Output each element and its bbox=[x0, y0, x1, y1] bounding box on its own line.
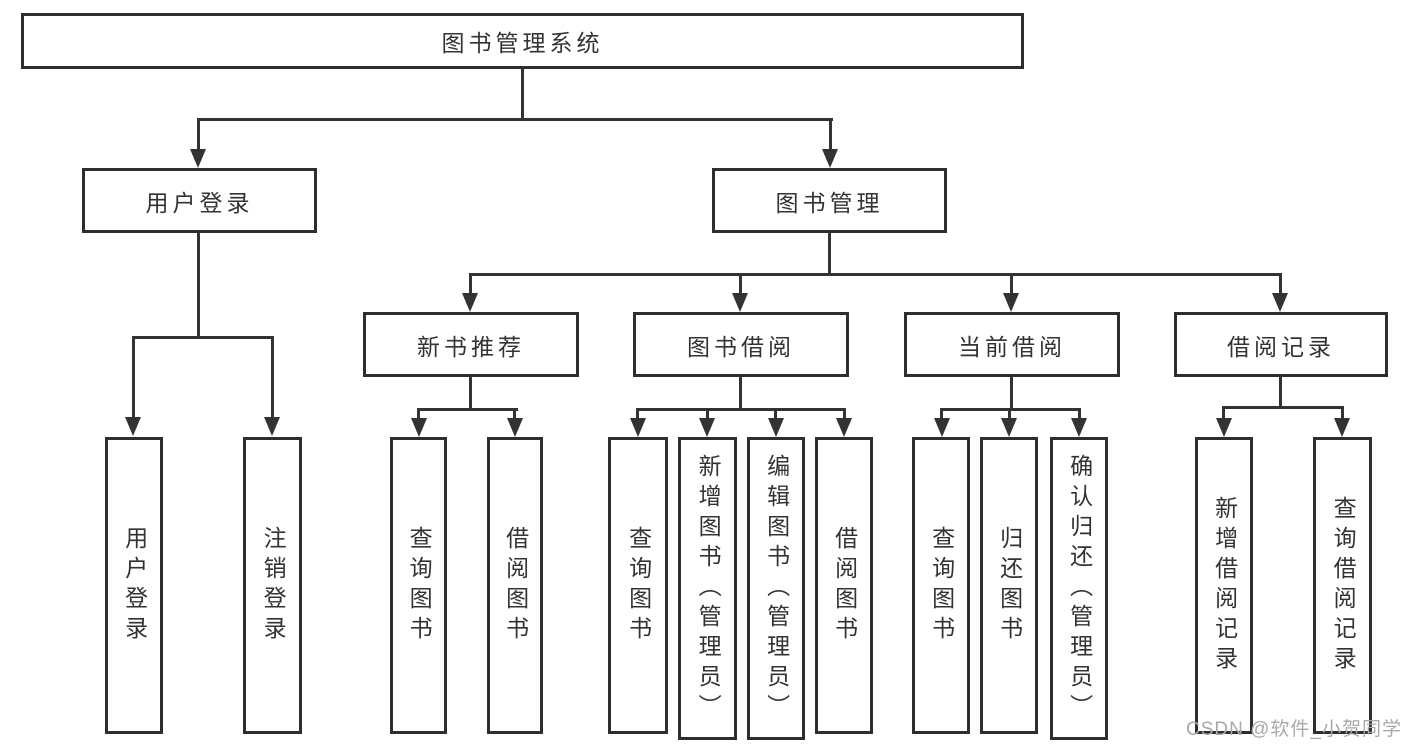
leaf-return-book-label: 归还图书 bbox=[996, 525, 1023, 646]
node-root-label: 图书管理系统 bbox=[441, 30, 604, 56]
connector-line bbox=[132, 336, 274, 339]
connector-line bbox=[636, 408, 846, 411]
leaf-query-borrow-record-label: 查询借阅记录 bbox=[1330, 495, 1357, 676]
leaf-recommend-query-book: 查询图书 bbox=[390, 437, 447, 734]
connector-line bbox=[417, 408, 518, 411]
connector-line bbox=[829, 118, 832, 152]
connector-line bbox=[469, 377, 472, 410]
connector-line bbox=[521, 69, 524, 121]
leaf-recommend-query-book-label: 查询图书 bbox=[406, 525, 433, 646]
connector-line bbox=[940, 408, 943, 420]
connector-line bbox=[1222, 406, 1225, 420]
leaf-user-login-label: 用户登录 bbox=[121, 525, 148, 646]
connector-line bbox=[271, 336, 274, 420]
connector-line bbox=[774, 408, 777, 420]
connector-line bbox=[469, 273, 472, 295]
arrowhead-down-icon bbox=[836, 418, 852, 437]
connector-line bbox=[132, 336, 135, 420]
connector-line bbox=[1341, 406, 1344, 420]
node-book-management-label: 图书管理 bbox=[775, 189, 884, 216]
arrowhead-down-icon bbox=[1001, 418, 1017, 437]
leaf-edit-book-admin-label: 编辑图书（管理员） bbox=[763, 453, 790, 724]
node-user-login-group: 用户登录 bbox=[82, 168, 317, 233]
node-borrow-record-label: 借阅记录 bbox=[1227, 333, 1335, 360]
arrowhead-down-icon bbox=[732, 293, 748, 312]
leaf-confirm-return-admin: 确认归还（管理员） bbox=[1050, 437, 1108, 740]
leaf-confirm-return-admin-label: 确认归还（管理员） bbox=[1066, 453, 1093, 724]
connector-line bbox=[1279, 377, 1282, 408]
connector-line bbox=[739, 273, 742, 295]
arrowhead-down-icon bbox=[462, 293, 478, 312]
arrowhead-down-icon bbox=[1272, 293, 1288, 312]
arrowhead-down-icon bbox=[411, 418, 427, 437]
leaf-recommend-borrow-book: 借阅图书 bbox=[487, 437, 543, 734]
arrowhead-down-icon bbox=[768, 418, 784, 437]
leaf-edit-book-admin: 编辑图书（管理员） bbox=[747, 437, 805, 740]
leaf-borrow-borrow-book: 借阅图书 bbox=[815, 437, 873, 734]
arrowhead-down-icon bbox=[507, 418, 523, 437]
leaf-current-query-book-label: 查询图书 bbox=[928, 525, 955, 646]
csdn-watermark: CSDN @软件_小贺同学 bbox=[1186, 719, 1402, 740]
connector-line bbox=[1279, 273, 1282, 295]
connector-line bbox=[197, 233, 200, 338]
arrowhead-down-icon bbox=[1334, 418, 1350, 437]
node-book-borrow-label: 图书借阅 bbox=[687, 333, 795, 360]
node-root: 图书管理系统 bbox=[21, 13, 1024, 69]
node-new-book-recommend: 新书推荐 bbox=[363, 312, 579, 377]
connector-line bbox=[513, 408, 516, 420]
arrowhead-down-icon bbox=[1216, 418, 1232, 437]
arrowhead-down-icon bbox=[630, 418, 646, 437]
leaf-borrow-borrow-book-label: 借阅图书 bbox=[831, 525, 858, 646]
leaf-borrow-query-book-label: 查询图书 bbox=[625, 525, 652, 646]
node-new-book-recommend-label: 新书推荐 bbox=[417, 333, 525, 360]
node-current-borrow-label: 当前借阅 bbox=[958, 333, 1066, 360]
leaf-logout: 注销登录 bbox=[243, 437, 302, 734]
connector-line bbox=[739, 377, 742, 410]
arrowhead-down-icon bbox=[190, 149, 206, 168]
connector-line bbox=[1010, 377, 1013, 410]
leaf-user-login: 用户登录 bbox=[105, 437, 163, 734]
leaf-logout-label: 注销登录 bbox=[260, 525, 287, 646]
arrowhead-down-icon bbox=[822, 149, 838, 168]
node-book-management: 图书管理 bbox=[712, 168, 947, 233]
leaf-return-book: 归还图书 bbox=[980, 437, 1038, 734]
connector-line bbox=[843, 408, 846, 420]
connector-line bbox=[1222, 406, 1344, 409]
arrowhead-down-icon bbox=[1071, 418, 1087, 437]
connector-line bbox=[1008, 408, 1011, 420]
leaf-add-borrow-record: 新增借阅记录 bbox=[1195, 437, 1253, 734]
connector-line bbox=[197, 118, 833, 121]
arrowhead-down-icon bbox=[1003, 293, 1019, 312]
node-borrow-record: 借阅记录 bbox=[1174, 312, 1388, 377]
connector-line bbox=[636, 408, 639, 420]
connector-line bbox=[1010, 273, 1013, 295]
connector-line bbox=[469, 273, 1282, 276]
leaf-add-book-admin-label: 新增图书（管理员） bbox=[695, 453, 722, 724]
node-user-login-group-label: 用户登录 bbox=[145, 189, 254, 216]
connector-line bbox=[1078, 408, 1081, 420]
leaf-current-query-book: 查询图书 bbox=[912, 437, 970, 734]
connector-line bbox=[417, 408, 420, 420]
leaf-recommend-borrow-book-label: 借阅图书 bbox=[502, 525, 529, 646]
arrowhead-down-icon bbox=[264, 417, 280, 436]
connector-line bbox=[197, 118, 200, 152]
arrowhead-down-icon bbox=[699, 418, 715, 437]
node-book-borrow: 图书借阅 bbox=[633, 312, 849, 377]
node-current-borrow: 当前借阅 bbox=[904, 312, 1120, 377]
arrowhead-down-icon bbox=[125, 417, 141, 436]
connector-line bbox=[828, 233, 831, 275]
leaf-add-book-admin: 新增图书（管理员） bbox=[678, 437, 737, 740]
arrowhead-down-icon bbox=[934, 418, 950, 437]
leaf-borrow-query-book: 查询图书 bbox=[608, 437, 668, 734]
connector-line bbox=[706, 408, 709, 420]
leaf-add-borrow-record-label: 新增借阅记录 bbox=[1211, 495, 1238, 676]
leaf-query-borrow-record: 查询借阅记录 bbox=[1313, 437, 1372, 734]
